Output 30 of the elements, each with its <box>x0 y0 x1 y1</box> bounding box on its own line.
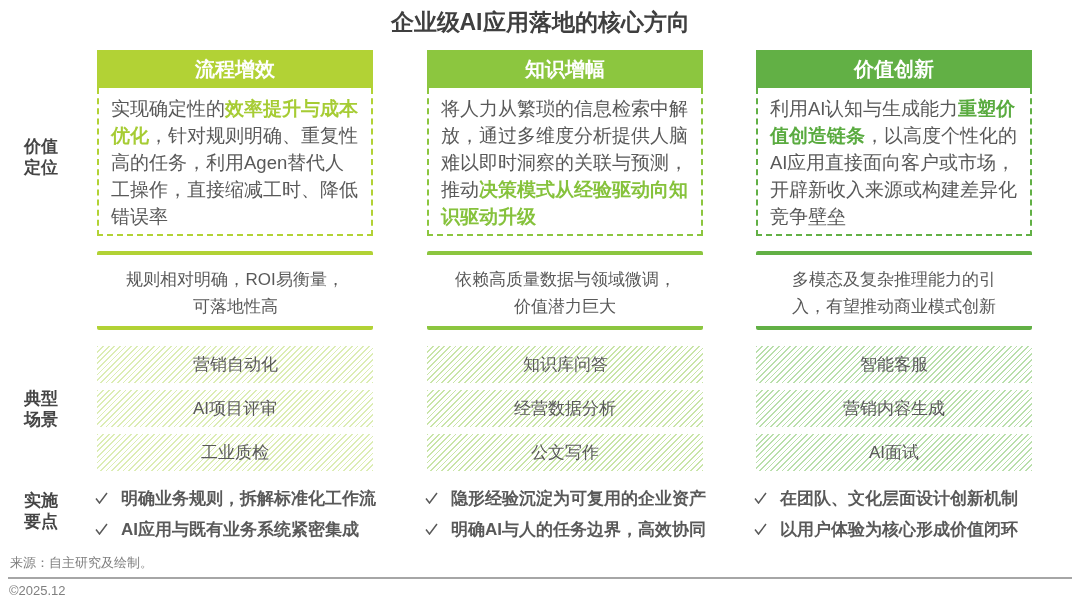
scenario-tile: 智能客服 <box>756 346 1032 383</box>
key-point: 以用户体验为核心形成价值闭环 <box>780 519 1018 541</box>
row-label: 价值定位 <box>24 136 59 178</box>
title: 企业级AI应用落地的核心方向 <box>389 8 691 37</box>
scenario-tile: AI面试 <box>756 434 1032 471</box>
scenario-tile: AI项目评审 <box>97 390 373 427</box>
scenario-tile: 经营数据分析 <box>427 390 703 427</box>
source-note: 来源：自主研究及绘制。 <box>10 554 153 572</box>
scenario-tile: 公文写作 <box>427 434 703 471</box>
scenario-tile: 营销自动化 <box>97 346 373 383</box>
description-box: 实现确定性的效率提升与成本优化，针对规则明确、重复性高的任务，利用Agen替代人工操作，直接缩减工时、降低错误率 <box>97 88 373 236</box>
copyright-text: ©2025.12 <box>9 582 66 600</box>
scenario-tile: 知识库问答 <box>427 346 703 383</box>
key-point: 在团队、文化层面设计创新机制 <box>780 488 1018 510</box>
highlight-band: 规则相对明确，ROI易衡量，可落地性高 <box>97 251 373 330</box>
description-box: 利用AI认知与生成能力重塑价值创造链条，以高度个性化的AI应用直接面向客户或市场，开辟新收入来源或构建差异化竞争壁垒 <box>756 88 1032 236</box>
row-label: 实施要点 <box>24 490 59 532</box>
highlight-band: 依赖高质量数据与领域微调，价值潜力巨大 <box>427 251 703 330</box>
scenario-tile: 营销内容生成 <box>756 390 1032 427</box>
description-box: 将人力从繁琐的信息检索中解放，通过多维度分析提供人脑难以即时洞察的关联与预测，推动决策模式从经验驱动向知识驱动升级 <box>427 88 703 236</box>
column-header: 价值创新 <box>756 50 1032 88</box>
key-point: AI应用与既有业务系统紧密集成 <box>121 519 359 541</box>
key-point: 隐形经验沉淀为可复用的企业资产 <box>451 488 706 510</box>
key-point: 明确AI与人的任务边界，高效协同 <box>451 519 706 541</box>
key-point: 明确业务规则，拆解标准化工作流 <box>121 488 376 510</box>
scenario-tile: 工业质检 <box>97 434 373 471</box>
row-label: 典型场景 <box>24 388 59 430</box>
column-header: 流程增效 <box>97 50 373 88</box>
highlight-band: 多模态及复杂推理能力的引入，有望推动商业模式创新 <box>756 251 1032 330</box>
column-header: 知识增幅 <box>427 50 703 88</box>
